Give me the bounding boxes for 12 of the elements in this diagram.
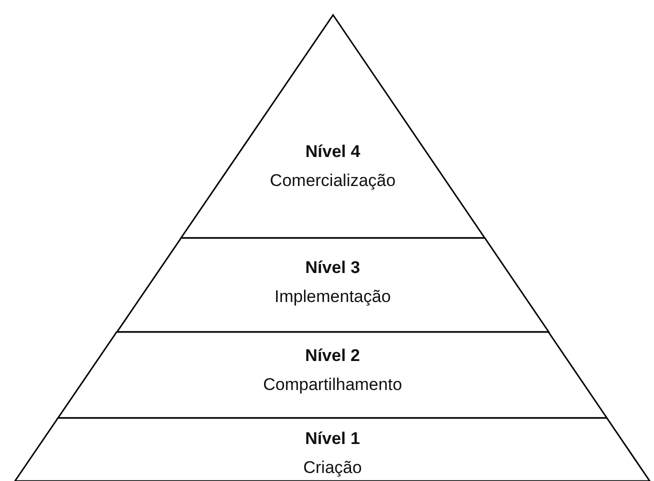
level-heading: Nível 3 (305, 257, 360, 279)
pyramid-tier (116, 238, 549, 332)
level-name: Implementação (274, 286, 391, 308)
level-heading: Nível 4 (305, 141, 360, 163)
level-name: Compartilhamento (263, 374, 402, 396)
level-heading: Nível 1 (305, 428, 360, 450)
pyramid-tier (15, 418, 650, 481)
level-name: Criação (303, 457, 362, 479)
pyramid-tier (58, 332, 608, 418)
level-name: Comercialização (270, 170, 396, 192)
level-heading: Nível 2 (305, 345, 360, 367)
pyramid-tier (180, 15, 485, 238)
